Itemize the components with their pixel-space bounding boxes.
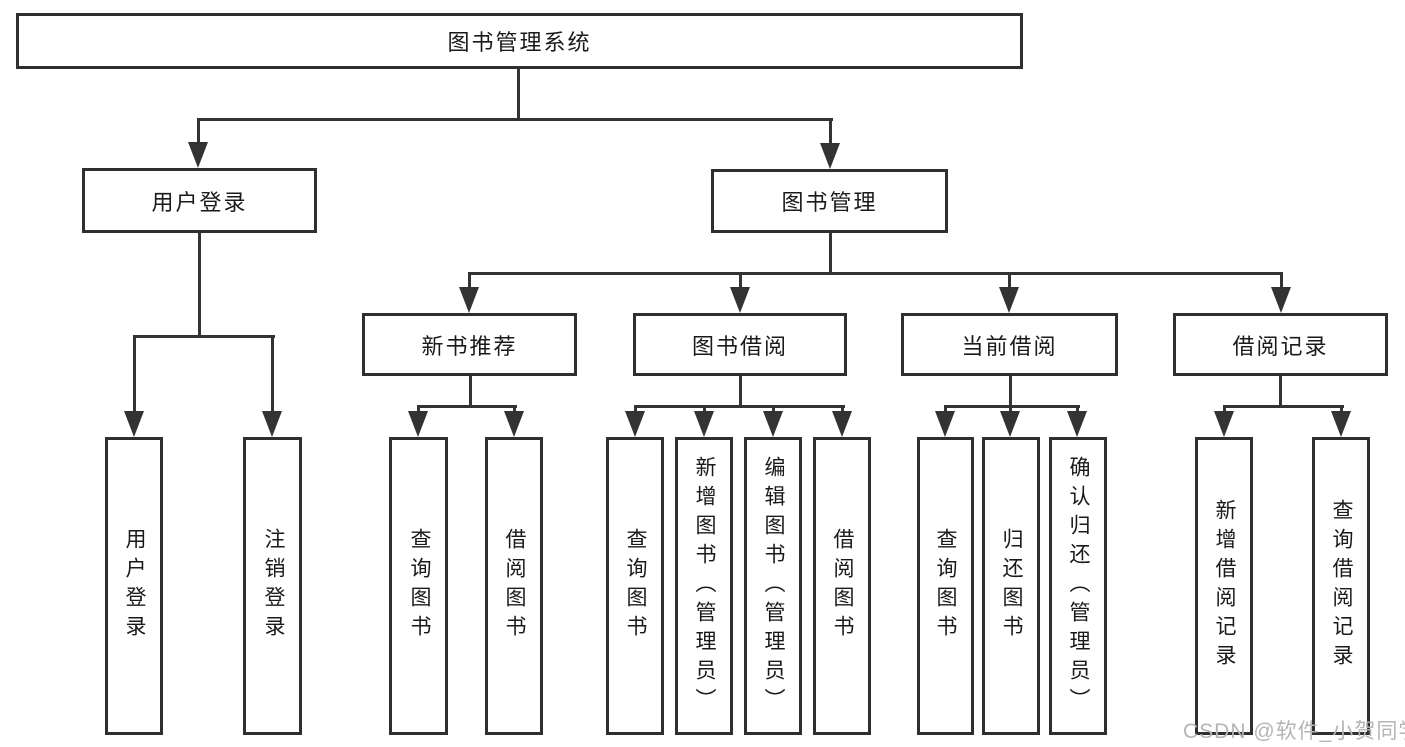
connector-shaft <box>1223 405 1226 412</box>
node-label: 图书借阅 <box>691 333 788 359</box>
connector-shaft <box>944 405 947 412</box>
arrow-down-icon <box>832 411 852 437</box>
connector-root-rail <box>197 118 833 121</box>
connector-shaft <box>841 405 844 412</box>
connector-shaft <box>417 405 420 412</box>
connector-rail <box>1223 405 1344 408</box>
node-label: 用户登录 <box>151 189 248 215</box>
node-new-book-recommend: 新书推荐 <box>362 313 577 376</box>
arrow-down-icon <box>1331 411 1351 437</box>
node-book-borrowing: 图书借阅 <box>633 313 847 376</box>
arrow-down-icon <box>262 411 282 437</box>
leaf-confirm-return-admin: 确认归还（管理员） <box>1049 437 1107 735</box>
node-label: 当前借阅 <box>961 333 1058 359</box>
node-library-system: 图书管理系统 <box>16 13 1023 69</box>
leaf-add-books-admin: 新增图书（管理员） <box>675 437 733 735</box>
arrow-down-icon <box>1067 411 1087 437</box>
connector-shaft <box>634 405 637 412</box>
connector-shaft <box>1340 405 1343 412</box>
connector-shaft <box>468 272 471 288</box>
connector-stub <box>1279 376 1282 407</box>
arrow-down-icon <box>124 411 144 437</box>
leaf-return-books: 归还图书 <box>982 437 1040 735</box>
arrow-down-icon <box>694 411 714 437</box>
connector-shaft <box>271 335 274 412</box>
arrow-down-icon <box>408 411 428 437</box>
connector-rail <box>417 405 517 408</box>
connector-shaft <box>1280 272 1283 288</box>
node-label: 新书推荐 <box>421 333 518 359</box>
node-label: 图书管理系统 <box>447 30 592 55</box>
connector-shaft <box>197 118 200 144</box>
arrow-down-icon <box>730 287 750 313</box>
connector-stub <box>739 376 742 407</box>
connector-rail <box>634 405 845 408</box>
arrow-down-icon <box>1271 287 1291 313</box>
connector-shaft <box>133 335 136 412</box>
arrow-down-icon <box>188 142 208 168</box>
leaf-borrow-books-borrowing: 借阅图书 <box>813 437 871 735</box>
connector-shaft <box>1009 405 1012 412</box>
leaf-logout-login: 注销登录 <box>243 437 302 735</box>
connector-user-login-stub <box>198 233 201 337</box>
arrow-down-icon <box>1000 411 1020 437</box>
watermark-csdn: CSDN @软件_小贺同学 <box>1183 720 1405 743</box>
node-current-borrowing: 当前借阅 <box>901 313 1118 376</box>
node-borrowing-records: 借阅记录 <box>1173 313 1388 376</box>
connector-shaft <box>1076 405 1079 412</box>
leaf-query-books-recommend: 查询图书 <box>389 437 448 735</box>
connector-shaft <box>703 405 706 412</box>
connector-shaft <box>1008 272 1011 288</box>
node-label: 借阅记录 <box>1232 333 1329 359</box>
connector-stub <box>469 376 472 407</box>
arrow-down-icon <box>935 411 955 437</box>
connector-rail <box>944 405 1080 408</box>
arrow-down-icon <box>459 287 479 313</box>
leaf-edit-books-admin: 编辑图书（管理员） <box>744 437 802 735</box>
connector-book-mgmt-stub <box>829 233 832 274</box>
connector-shaft <box>772 405 775 412</box>
leaf-query-books-current: 查询图书 <box>917 437 974 735</box>
connector-book-mgmt-rail <box>468 272 1283 275</box>
arrow-down-icon <box>820 143 840 169</box>
connector-user-login-rail <box>133 335 275 338</box>
node-user-login: 用户登录 <box>82 168 317 233</box>
connector-root-stub <box>517 69 520 120</box>
connector-shaft <box>513 405 516 412</box>
node-label: 图书管理 <box>781 190 878 215</box>
leaf-add-borrow-record: 新增借阅记录 <box>1195 437 1253 735</box>
node-book-management: 图书管理 <box>711 169 948 233</box>
leaf-query-borrow-record: 查询借阅记录 <box>1312 437 1370 735</box>
leaf-borrow-books-recommend: 借阅图书 <box>485 437 543 735</box>
arrow-down-icon <box>1214 411 1234 437</box>
arrow-down-icon <box>999 287 1019 313</box>
arrow-down-icon <box>625 411 645 437</box>
arrow-down-icon <box>763 411 783 437</box>
leaf-user-login: 用户登录 <box>105 437 163 735</box>
connector-shaft <box>739 272 742 288</box>
leaf-query-books-borrowing: 查询图书 <box>606 437 664 735</box>
connector-shaft <box>829 118 832 144</box>
arrow-down-icon <box>504 411 524 437</box>
connector-stub <box>1009 376 1012 407</box>
